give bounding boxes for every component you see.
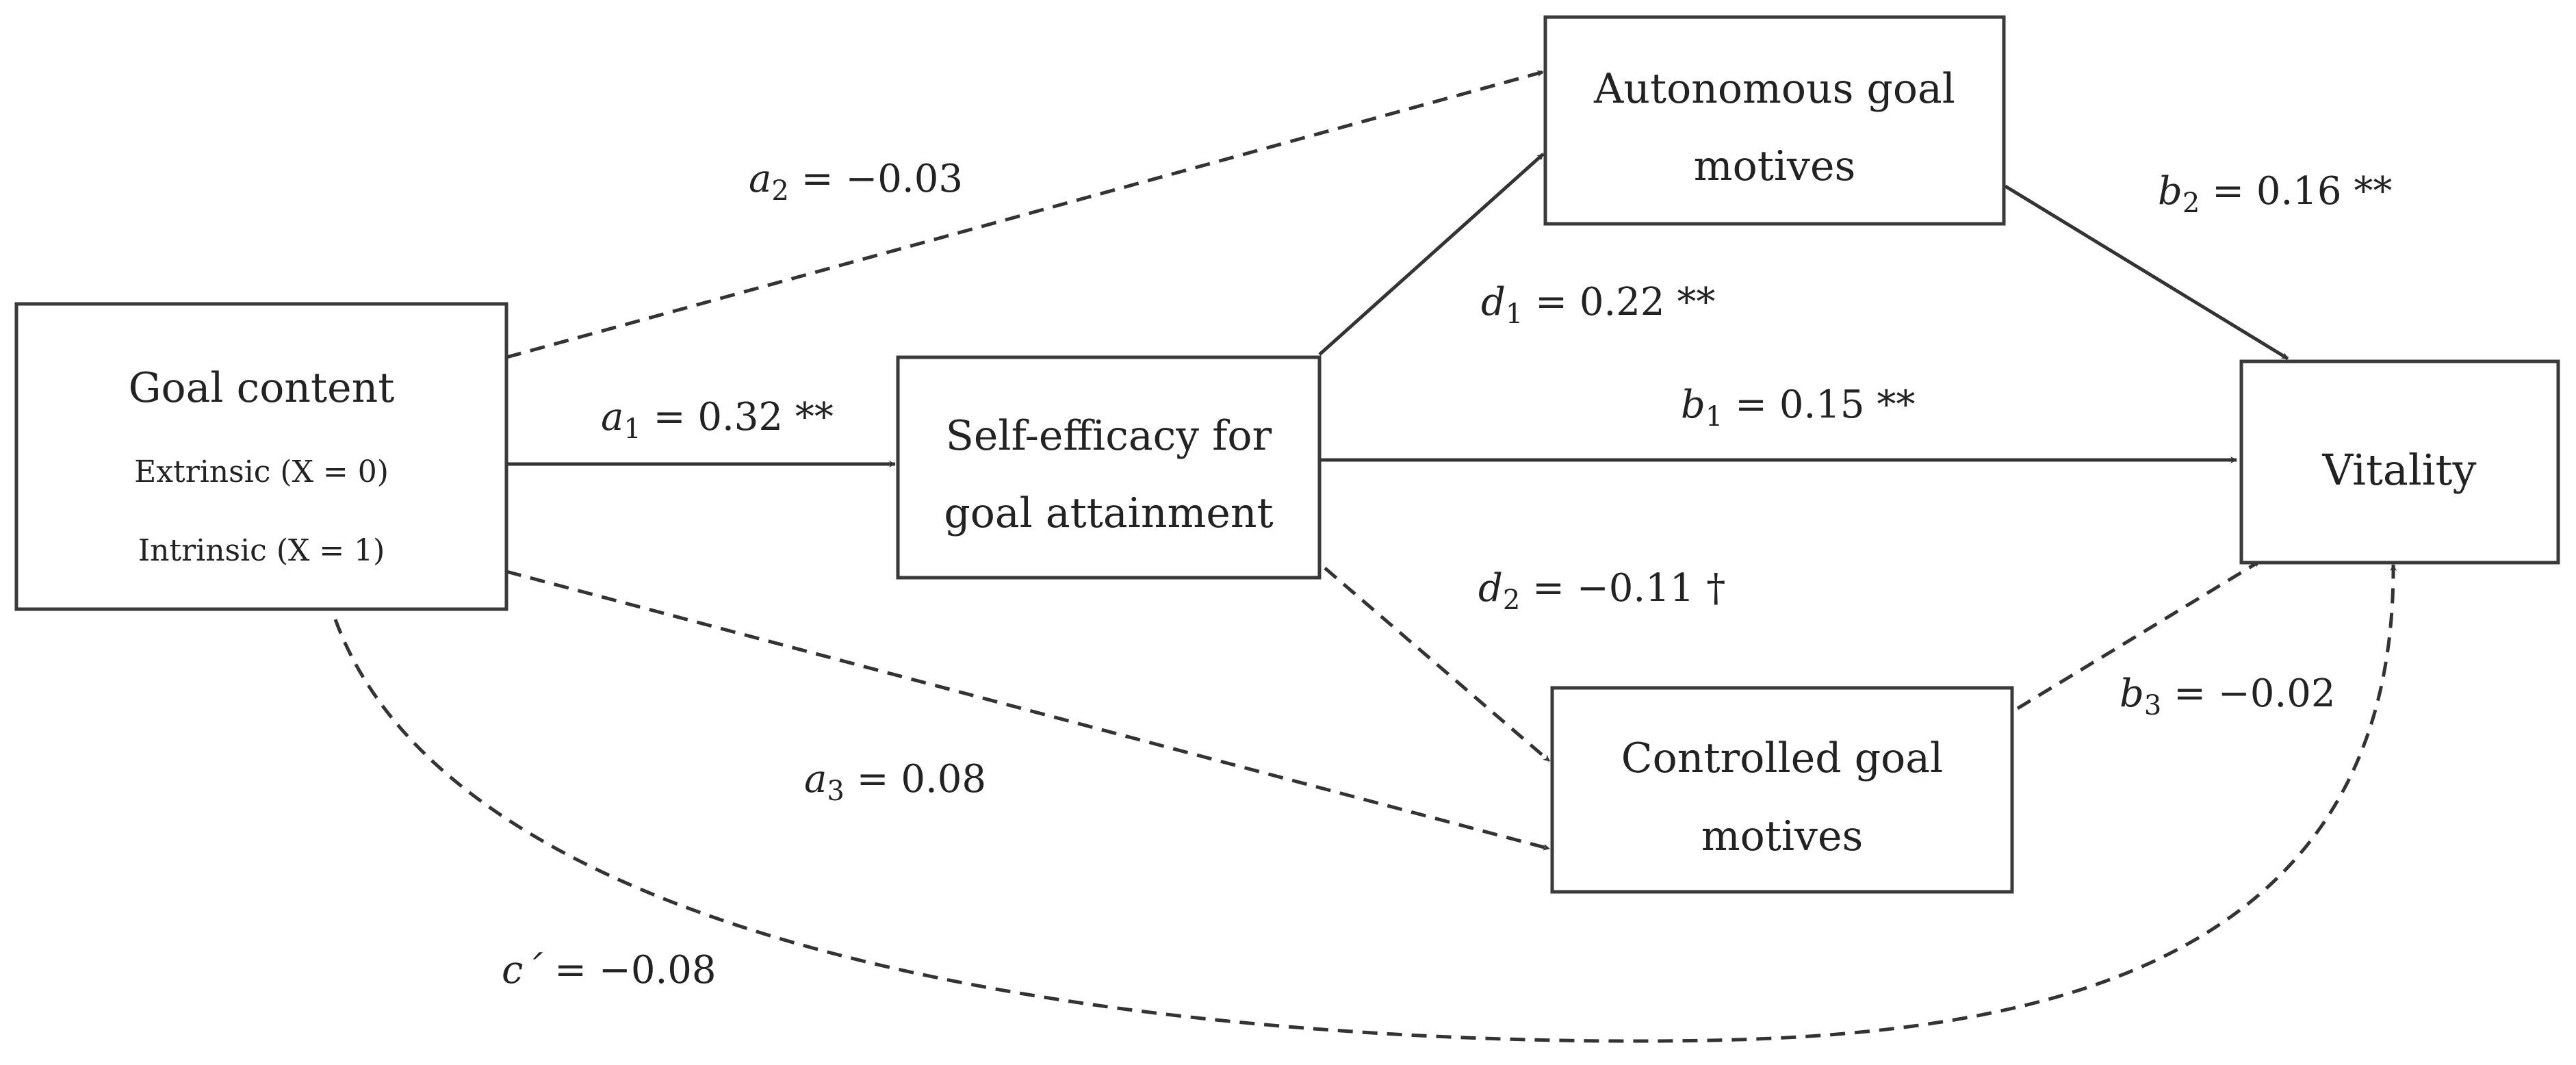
label-a1: a1 = 0.32 **	[601, 395, 834, 445]
node-self-efficacy-line1: Self-efficacy for	[946, 412, 1272, 460]
label-d1: d1 = 0.22 **	[1481, 280, 1715, 330]
node-autonomous: Autonomous goal motives	[1543, 15, 2006, 226]
node-goal-content-line2: Intrinsic (X = 1)	[138, 533, 385, 568]
node-controlled-line1: Controlled goal	[1621, 734, 1943, 782]
label-b1: b1 = 0.15 **	[1681, 383, 1915, 433]
label-a2: a2 = −0.03	[749, 157, 963, 207]
path-c-prime-arrow	[333, 564, 2397, 1043]
label-b2: b2 = 0.16 **	[2158, 169, 2392, 219]
node-goal-content-title: Goal content	[129, 364, 395, 412]
path-labels: a1 = 0.32 ** a2 = −0.03 a3 = 0.08 b1 = 0…	[502, 157, 2392, 992]
node-goal-content: Goal content Extrinsic (X = 0) Intrinsic…	[14, 302, 508, 611]
node-autonomous-line2: motives	[1694, 142, 1856, 190]
path-a2-arrow	[506, 70, 1544, 359]
path-b2-arrow	[2004, 184, 2289, 361]
node-self-efficacy-line2: goal attainment	[944, 489, 1273, 537]
path-d1-arrow	[1318, 153, 1545, 356]
node-self-efficacy: Self-efficacy for goal attainment	[896, 355, 1322, 580]
node-goal-content-line1: Extrinsic (X = 0)	[134, 454, 389, 489]
label-a3: a3 = 0.08	[804, 757, 986, 807]
label-d2: d2 = −0.11 †	[1478, 566, 1725, 616]
path-a3-arrow	[506, 569, 1550, 851]
node-controlled: Controlled goal motives	[1550, 686, 2014, 894]
label-c-prime: c´ = −0.08	[502, 948, 717, 992]
path-d2-arrow	[1324, 567, 1551, 762]
arrows	[333, 70, 2397, 1043]
path-b3-arrow	[2016, 559, 2261, 710]
label-b3: b3 = −0.02	[2120, 671, 2335, 721]
node-vitality-title: Vitality	[2322, 445, 2477, 495]
node-autonomous-line1: Autonomous goal	[1593, 65, 1955, 113]
node-controlled-line2: motives	[1701, 812, 1864, 860]
node-vitality: Vitality	[2239, 359, 2560, 565]
